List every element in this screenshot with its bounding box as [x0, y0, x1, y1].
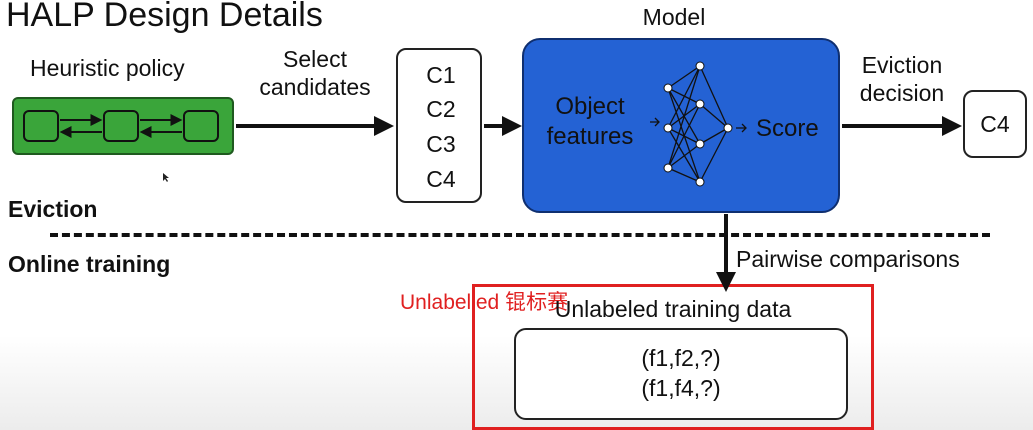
neural-network-icon	[650, 61, 747, 187]
training-data-box: (f1,f2,?) (f1,f4,?)	[514, 328, 848, 420]
candidates-box: C1 C2 C3 C4	[396, 48, 482, 203]
object-label-line2: features	[546, 123, 634, 150]
unlabeled-training-title: Unlabeled training data	[554, 296, 792, 322]
select-label-line1: Select	[283, 46, 347, 72]
candidate-item: C4	[426, 166, 456, 192]
heuristic-policy-label: Heuristic policy	[30, 55, 185, 81]
select-candidates-label: Select candidates	[244, 46, 386, 101]
policy-cells	[23, 110, 219, 142]
score-label: Score	[756, 115, 819, 142]
candidate-item: C2	[426, 96, 456, 122]
object-features-label: Object features	[534, 92, 646, 152]
online-training-section-label: Online training	[8, 251, 171, 277]
data-row: (f1,f4,?)	[641, 375, 721, 401]
annotation-label: Unlabelled 锟标赛	[400, 291, 569, 314]
candidate-item: C3	[426, 131, 456, 157]
result-box: C4	[963, 90, 1027, 158]
select-label-line2: candidates	[259, 73, 371, 100]
model-label: Model	[642, 4, 706, 30]
eviction-decision-line2: decision	[859, 79, 945, 106]
page-title: HALP Design Details	[6, 0, 323, 34]
mouse-cursor-icon	[163, 173, 169, 182]
eviction-decision-label: Eviction decision	[844, 52, 960, 107]
pairwise-comparisons-label: Pairwise comparisons	[736, 246, 960, 272]
candidate-item: C1	[426, 62, 456, 88]
eviction-section-label: Eviction	[8, 196, 98, 222]
object-label-line1: Object	[555, 93, 625, 120]
section-divider	[50, 233, 990, 237]
data-row: (f1,f2,?)	[641, 345, 721, 372]
eviction-decision-line1: Eviction	[861, 52, 943, 78]
highlight-box	[472, 284, 874, 430]
